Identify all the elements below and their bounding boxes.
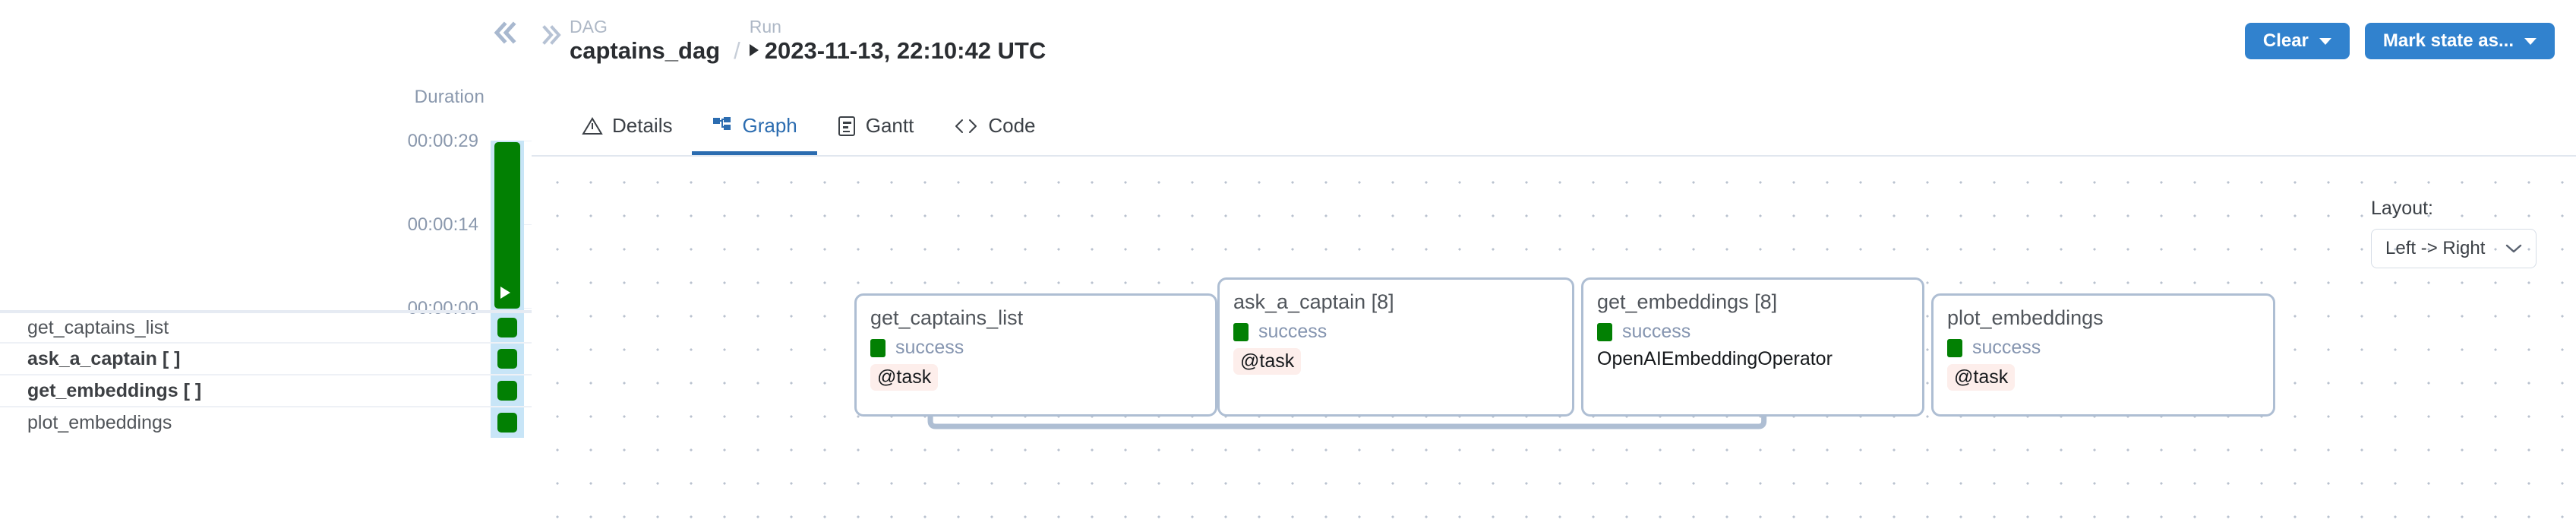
graph-node-plot-embeddings[interactable]: plot_embeddings success @task	[1931, 293, 2275, 417]
task-row-label: plot_embeddings	[27, 411, 172, 433]
status-square-success	[497, 318, 517, 337]
breadcrumb-run: Run 2023-11-13, 22:10:42 UTC	[749, 17, 1046, 64]
graph-node-state: success	[870, 337, 1201, 359]
graph-node-operator-badge: @task	[1233, 348, 1302, 375]
status-square-success	[1597, 322, 1612, 341]
graph-node-title: plot_embeddings	[1947, 306, 2104, 329]
graph-node-state: success	[1233, 321, 1558, 343]
breadcrumb-dag: DAG captains_dag	[570, 17, 720, 64]
graph-node-state: success	[1947, 337, 2259, 359]
angle-brackets-icon	[953, 117, 979, 135]
alert-triangle-icon	[582, 116, 603, 136]
task-row-status-cell[interactable]	[491, 375, 524, 406]
chevron-down-icon	[2319, 37, 2331, 45]
tab-details[interactable]: Details	[562, 114, 692, 155]
task-row-label: get_embeddings [ ]	[27, 379, 202, 401]
graph-node-operator-badge: @task	[870, 364, 939, 391]
tab-gantt[interactable]: Gantt	[817, 114, 934, 155]
tab-graph-label: Graph	[742, 114, 797, 137]
play-triangle-icon	[500, 287, 510, 299]
task-row[interactable]: get_embeddings [ ]	[0, 374, 532, 406]
tab-code[interactable]: Code	[933, 114, 1055, 155]
status-square-success	[1233, 322, 1249, 341]
layout-label: Layout:	[2371, 198, 2434, 219]
tab-code-label: Code	[988, 114, 1036, 137]
task-row[interactable]: get_captains_list	[0, 310, 532, 342]
graph-node-state: success	[1597, 321, 1908, 343]
detail-tabs: Details Graph	[562, 87, 1056, 155]
chevron-down-icon	[2524, 37, 2537, 45]
layout-select-value: Left -> Right	[2385, 238, 2486, 258]
graph-node-operator: OpenAIEmbeddingOperator	[1597, 348, 1833, 369]
task-list: get_captains_list ask_a_captain [ ] get_…	[0, 310, 532, 438]
status-square-success	[497, 349, 517, 369]
chevron-double-right-icon[interactable]	[542, 17, 570, 50]
breadcrumb-separator: /	[734, 37, 740, 64]
topbar-actions: Clear Mark state as...	[2244, 23, 2555, 59]
dag-run-detail-panel: DAG captains_dag / Run 2023-11-13, 22:10…	[532, 0, 2576, 526]
layout-control: Layout: Left -> Right	[2371, 198, 2537, 268]
detail-topbar: DAG captains_dag / Run 2023-11-13, 22:10…	[532, 0, 2576, 155]
status-square-success	[1947, 338, 1962, 357]
mark-state-as-button[interactable]: Mark state as...	[2364, 23, 2555, 59]
grid-panel: Duration 00:00:29 00:00:14 00:00:00 get_…	[0, 0, 551, 526]
graph-canvas[interactable]: get_captains_list success @task ask_a_ca…	[532, 155, 2576, 526]
duration-axis-tick: 00:00:29	[407, 131, 478, 151]
graph-node-get-embeddings[interactable]: get_embeddings [8] success OpenAIEmbeddi…	[1581, 277, 1924, 417]
task-row-label: ask_a_captain [ ]	[27, 347, 181, 369]
tab-graph[interactable]: Graph	[692, 114, 817, 155]
duration-bar[interactable]	[494, 142, 520, 309]
graph-nodes-icon	[712, 116, 733, 136]
breadcrumb-run-label[interactable]: 2023-11-13, 22:10:42 UTC	[764, 37, 1046, 64]
tab-gantt-label: Gantt	[865, 114, 914, 137]
breadcrumb-dag-kicker: DAG	[570, 17, 608, 36]
status-square-success	[497, 413, 517, 433]
graph-node-title: get_embeddings [8]	[1597, 290, 1778, 313]
clear-button[interactable]: Clear	[2244, 23, 2350, 59]
status-square-success	[497, 381, 517, 401]
duration-chart-title: Duration	[414, 87, 485, 107]
chevron-double-left-icon[interactable]	[490, 17, 522, 49]
duration-axis-tick: 00:00:14	[407, 214, 478, 235]
canvas-top-border	[532, 155, 2576, 157]
status-square-success	[870, 338, 886, 357]
task-row-status-cell[interactable]	[491, 344, 524, 374]
graph-node-title: get_captains_list	[870, 306, 1024, 329]
duration-axis-tick: 00:00:00	[407, 298, 478, 318]
breadcrumb-run-kicker: Run	[749, 17, 781, 36]
graph-node-operator-badge: @task	[1947, 364, 2016, 391]
mark-state-as-button-label: Mark state as...	[2382, 30, 2514, 51]
gantt-document-icon	[837, 116, 857, 137]
graph-node-get-captains-list[interactable]: get_captains_list success @task	[854, 293, 1217, 417]
graph-node-state-label: success	[1972, 337, 2041, 358]
clear-button-label: Clear	[2262, 30, 2309, 51]
breadcrumb: DAG captains_dag / Run 2023-11-13, 22:10…	[542, 17, 1050, 64]
task-row-status-cell[interactable]	[491, 407, 524, 438]
chevron-down-icon	[2505, 240, 2522, 257]
graph-node-state-label: success	[1258, 321, 1327, 342]
graph-node-state-label: success	[1622, 321, 1691, 342]
layout-select[interactable]: Left -> Right	[2371, 229, 2537, 268]
duration-chart: Duration 00:00:29 00:00:14 00:00:00	[0, 76, 532, 318]
graph-node-title: ask_a_captain [8]	[1233, 290, 1394, 313]
graph-node-ask-a-captain[interactable]: ask_a_captain [8] success @task	[1217, 277, 1574, 417]
play-triangle-icon	[749, 44, 759, 56]
task-row-label: get_captains_list	[27, 316, 169, 338]
graph-node-state-label: success	[895, 337, 964, 358]
task-row[interactable]: plot_embeddings	[0, 406, 532, 438]
task-row[interactable]: ask_a_captain [ ]	[0, 342, 532, 374]
breadcrumb-dag-name[interactable]: captains_dag	[570, 37, 721, 64]
tab-details-label: Details	[612, 114, 673, 137]
task-row-status-cell[interactable]	[491, 313, 524, 342]
